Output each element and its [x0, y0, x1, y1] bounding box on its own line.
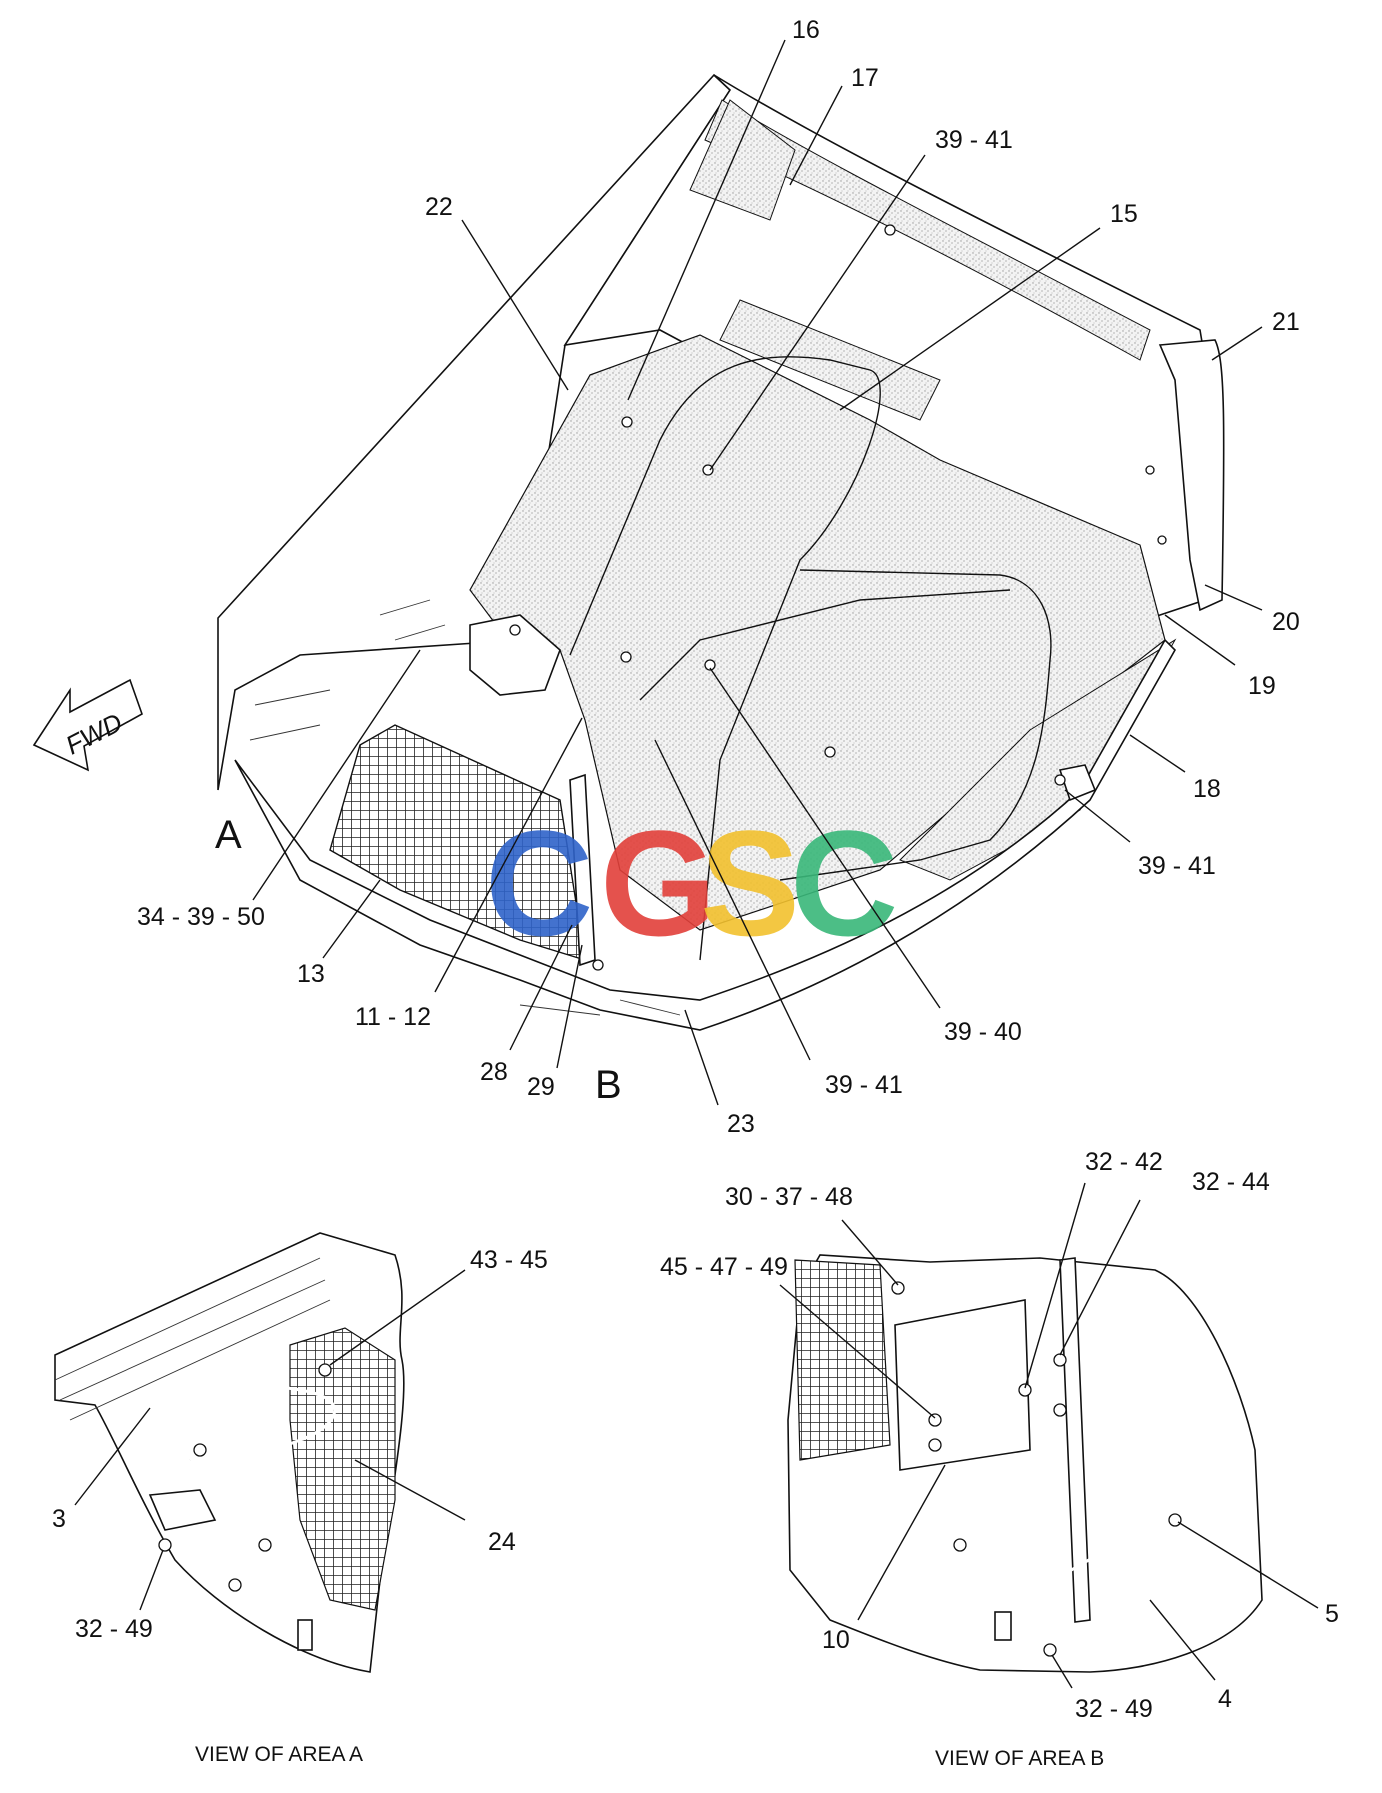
front-grille: [329, 724, 586, 961]
callout-32-44: 32 - 44: [1192, 1168, 1270, 1196]
callout-45-47-49: 45 - 47 - 49: [660, 1253, 788, 1281]
leader-18: [1129, 734, 1186, 773]
callout-24: 24: [488, 1528, 516, 1556]
guard-frame-tube: [569, 356, 881, 961]
watermark: C G S C: [485, 799, 898, 967]
callout-15: 15: [1110, 200, 1138, 228]
callout-19: 19: [1248, 672, 1276, 700]
view-a-connector: [297, 1619, 313, 1651]
leader-29: [556, 944, 583, 1069]
callout-30-37-48: 30 - 37 - 48: [725, 1183, 853, 1211]
area-a-label: A: [215, 813, 242, 857]
caption-view-a: VIEW OF AREA A: [195, 1743, 363, 1766]
leader-39-41-right: [1064, 789, 1131, 843]
leader-22: [461, 219, 569, 391]
vertical-post-28: [569, 773, 596, 967]
main-callouts: 16 17 39 - 41 22 15 21 20 19 18 39 - 41 …: [137, 16, 1300, 1138]
leader-16: [627, 39, 786, 401]
leader-30-37-48: [841, 1219, 899, 1286]
leader-11-12: [434, 717, 583, 993]
callout-39-41-bottom: 39 - 41: [825, 1071, 903, 1099]
callout-23: 23: [727, 1110, 755, 1138]
leader-32-49-b: [1051, 1654, 1073, 1689]
view-a-fasteners: [158, 1363, 332, 1592]
leader-39-41-bottom: [654, 739, 811, 1061]
callout-18: 18: [1193, 775, 1221, 803]
leader-32-44: [1059, 1199, 1141, 1356]
leader-3: [74, 1407, 151, 1506]
leader-13: [322, 879, 381, 959]
callout-5: 5: [1325, 1600, 1339, 1628]
fwd-arrow: FWD: [32, 678, 143, 772]
callout-22: 22: [425, 193, 453, 221]
callout-4: 4: [1218, 1685, 1232, 1713]
watermark-letter-c1: C: [485, 799, 593, 967]
right-end-panel: [1158, 339, 1225, 612]
callout-43-45: 43 - 45: [470, 1246, 548, 1274]
leader-43-45: [329, 1269, 466, 1366]
callout-11-12: 11 - 12: [355, 1003, 431, 1031]
leader-21: [1211, 326, 1263, 361]
view-b-hose-inner: [998, 1513, 1170, 1652]
guard-frame-tube-3: [639, 589, 1011, 701]
rear-insulation: [704, 99, 1151, 361]
leader-4: [1149, 1599, 1216, 1681]
view-b-connector: [994, 1611, 1012, 1641]
panel-hatching: [249, 599, 681, 1016]
view-a-mesh: [289, 1327, 396, 1611]
leader-39-40: [709, 667, 941, 1009]
caption-view-b: VIEW OF AREA B: [935, 1747, 1104, 1770]
leader-23: [684, 1009, 719, 1106]
callout-39-41-top: 39 - 41: [935, 126, 1013, 154]
callout-28: 28: [480, 1058, 508, 1086]
view-b-mesh: [794, 1259, 891, 1461]
view-a-top-edge: [54, 1257, 331, 1421]
callout-16: 16: [792, 16, 820, 44]
bracket-left: [469, 614, 561, 696]
view-b-plate: [894, 1299, 1031, 1471]
area-b-label: B: [595, 1063, 622, 1107]
leader-17: [789, 85, 843, 186]
leader-24: [354, 1459, 466, 1521]
callout-29: 29: [527, 1073, 555, 1101]
fwd-arrow-shape: [32, 678, 143, 772]
callout-21: 21: [1272, 308, 1300, 336]
watermark-letter-c2: C: [790, 799, 898, 967]
callout-32-49-b: 32 - 49: [1075, 1695, 1153, 1723]
leader-32-49-a: [139, 1549, 164, 1611]
leader-34-39-50: [252, 649, 421, 901]
watermark-letter-s: S: [700, 799, 800, 967]
view-area-a: 43 - 45 3 24 32 - 49 VIEW OF AREA A: [52, 1232, 548, 1766]
callout-39-41-right: 39 - 41: [1138, 852, 1216, 880]
guard-frame-tube-2: [779, 569, 1052, 881]
fasteners: [509, 224, 1167, 971]
view-area-b: 30 - 37 - 48 32 - 42 32 - 44 45 - 47 - 4…: [660, 1148, 1339, 1770]
leader-15: [839, 227, 1101, 411]
leader-32-42: [1024, 1182, 1086, 1389]
leader-20: [1204, 584, 1263, 611]
leader-19: [1164, 614, 1236, 666]
leader-28: [509, 924, 573, 1051]
callout-32-42: 32 - 42: [1085, 1148, 1163, 1176]
view-b-fasteners: [891, 1281, 1182, 1657]
rear-insulation-17: [689, 99, 796, 221]
view-a-flange: [148, 1489, 217, 1531]
leader-45-47-49: [779, 1284, 936, 1419]
leader-10: [857, 1464, 946, 1621]
callout-34-39-50: 34 - 39 - 50: [137, 903, 265, 931]
main-assembly: [217, 73, 1225, 1031]
callout-32-49-a: 32 - 49: [75, 1615, 153, 1643]
leader-5: [1177, 1521, 1319, 1609]
callout-10: 10: [822, 1626, 850, 1654]
callout-20: 20: [1272, 608, 1300, 636]
view-b-post: [1059, 1257, 1091, 1623]
callout-17: 17: [851, 64, 879, 92]
callout-39-40: 39 - 40: [944, 1018, 1022, 1046]
callout-3: 3: [52, 1505, 66, 1533]
leader-39-41-top: [709, 154, 926, 471]
front-bottom-edge: [234, 638, 1176, 1031]
bracket-right-39-41: [1058, 764, 1097, 802]
callout-13: 13: [297, 960, 325, 988]
